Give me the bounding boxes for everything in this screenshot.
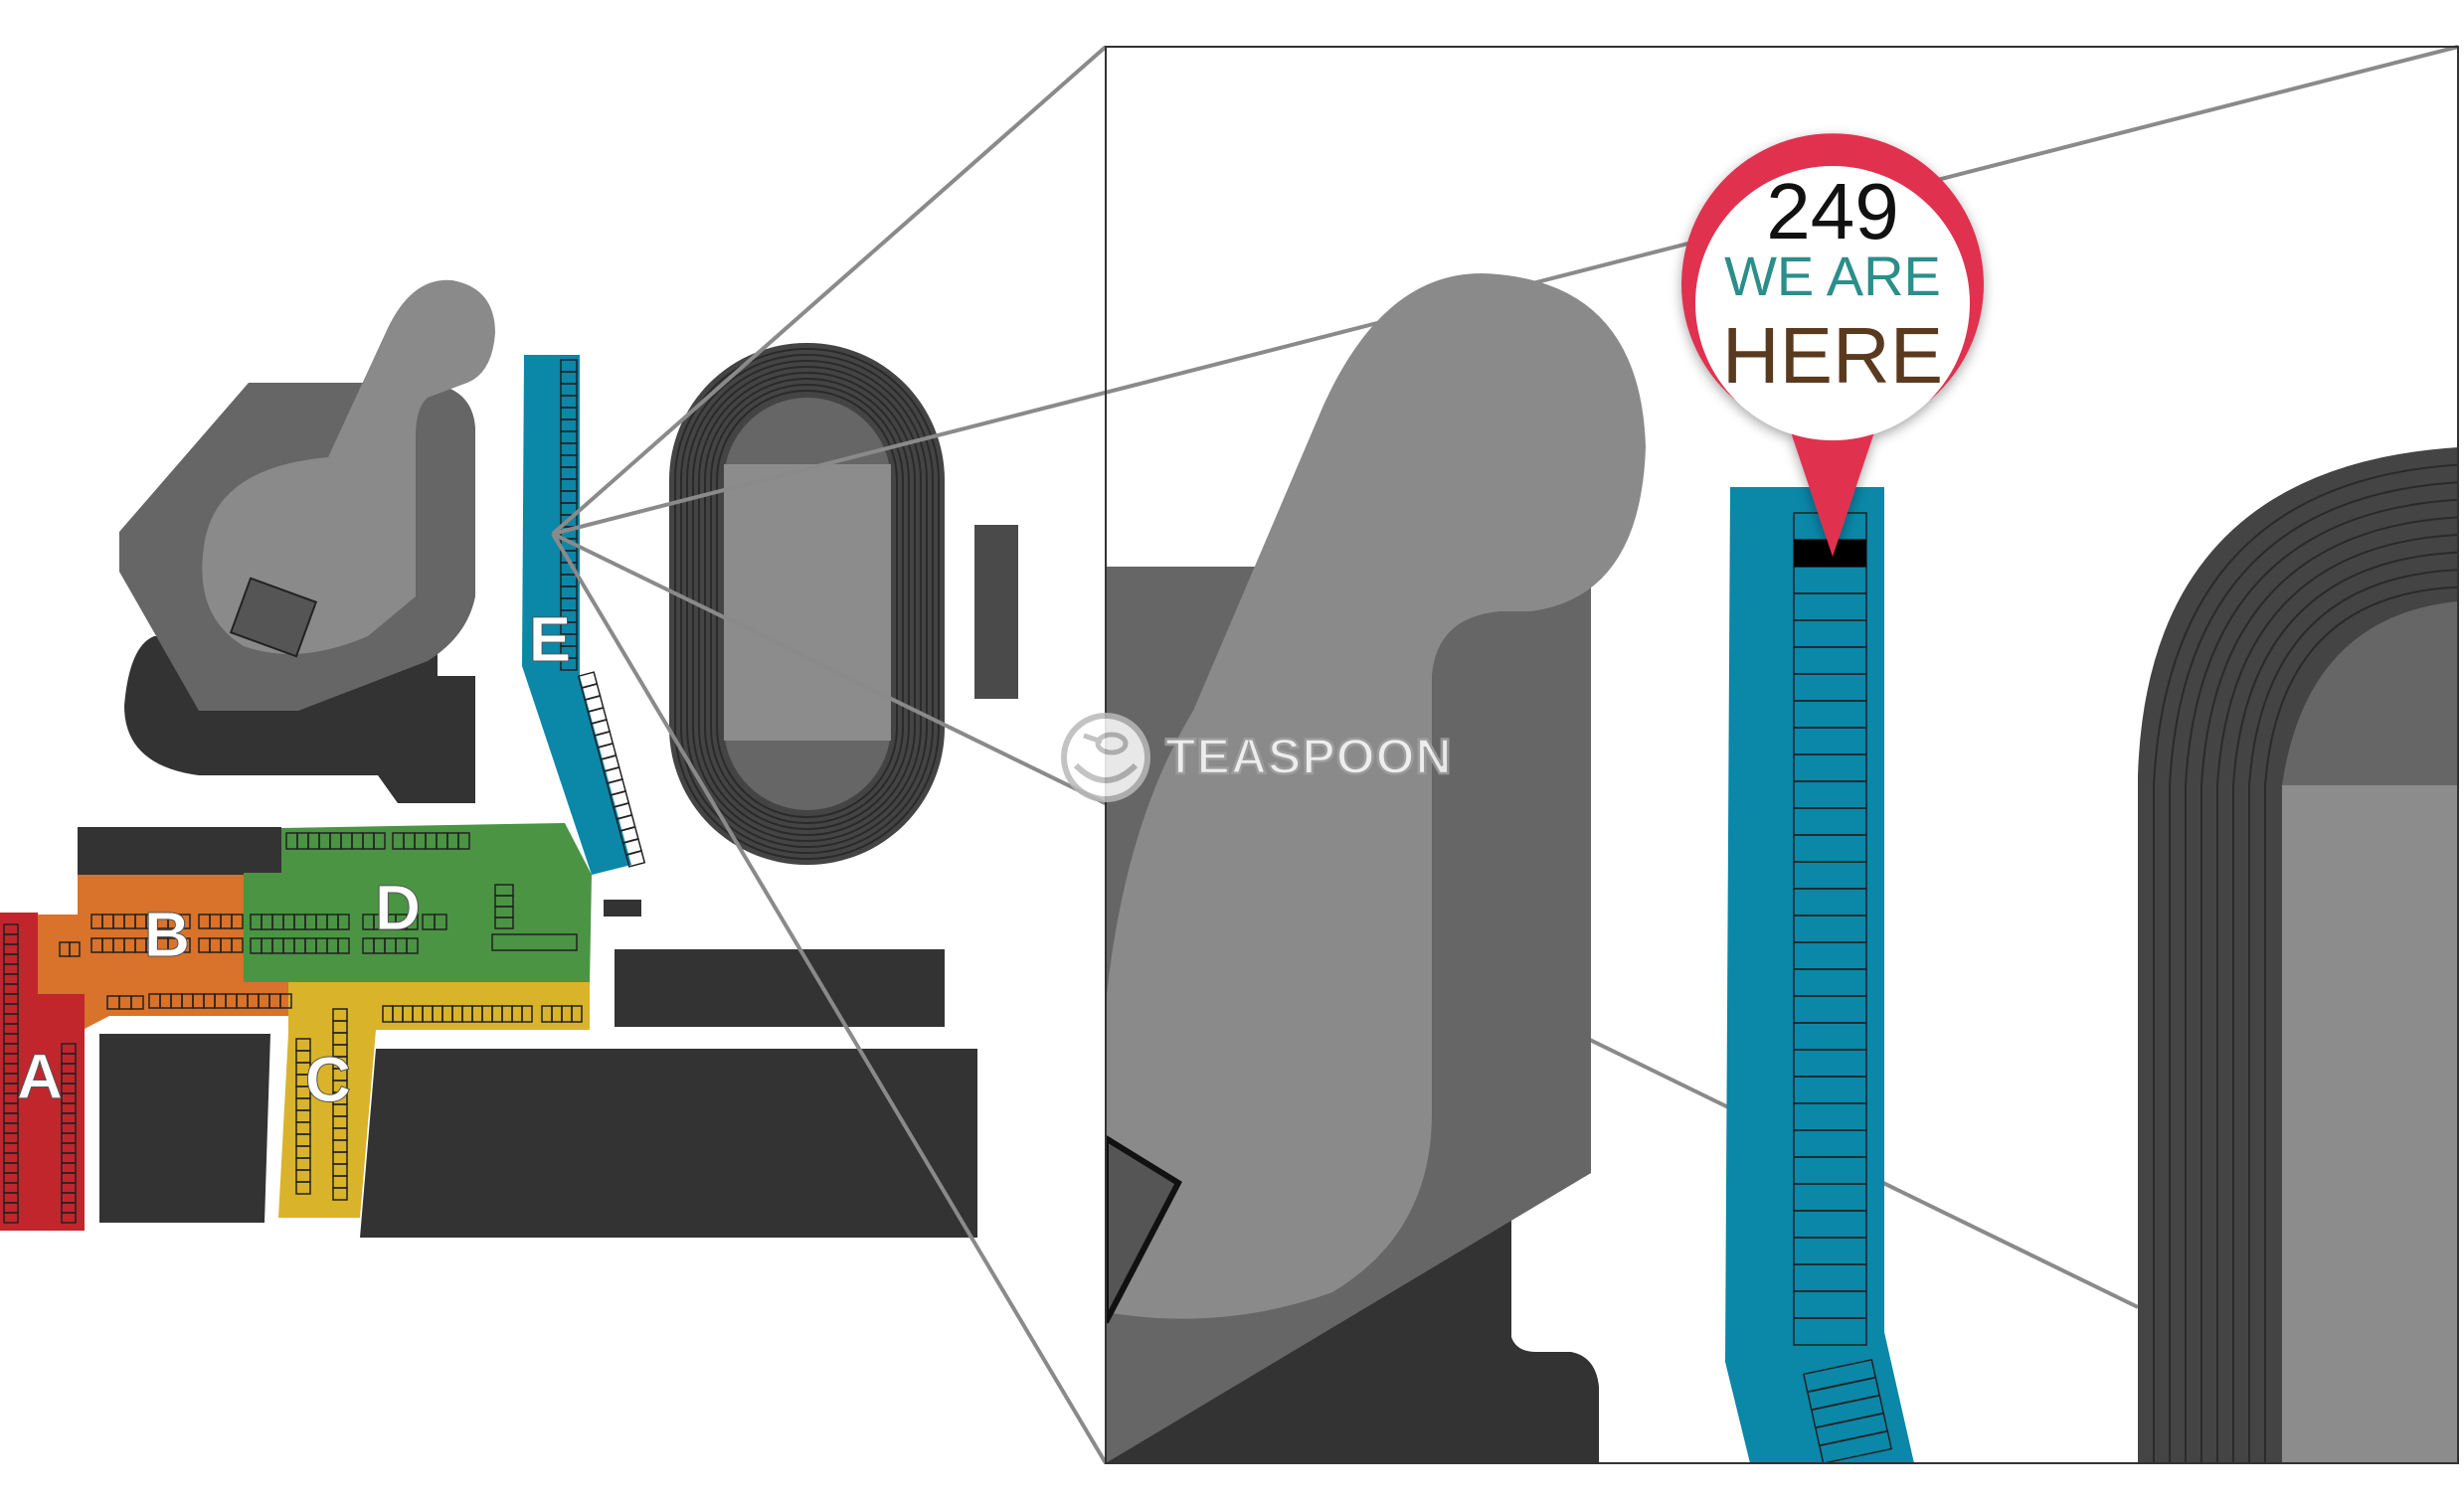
teaspoon-watermark-text: TEASPOON [1165,729,1453,784]
zoom-stadium-field [2282,785,2458,1463]
stadium-field [724,464,891,741]
stadium-lane-line [686,360,928,848]
zoom-stadium-lane-line [2248,569,2458,1463]
parking-stall-b [231,937,244,953]
zone-label-c: C [305,1044,351,1115]
building-arena-tower [202,279,495,654]
zone-label-e: E [529,603,572,675]
overview-map: A B C D E [0,279,1018,1238]
zoom-building-wing [1432,610,1591,1262]
zoom-building-box [1106,1134,1182,1324]
zoom-building-tower [1106,273,1646,1319]
teaspoon-watermark: TEASPOON [1061,713,1453,802]
stadium-lane-line [704,378,910,830]
parking-stall-b [178,914,191,929]
building-small-block [604,900,641,917]
building-left-block [99,1034,270,1223]
parking-stall-b [69,941,81,957]
stadium-lane-line [710,384,904,824]
marker-space-number: 249 [1766,167,1898,255]
building-top-strip [78,827,281,877]
building-small-bar [974,525,1018,699]
parking-stall-d [434,914,447,930]
stadium-lane-line [674,348,940,860]
zoom-stadium-lane-line [2153,463,2458,1463]
teaspoon-logo-icon [1061,713,1150,802]
parking-stall-a [61,1212,77,1224]
building-long-bottom [360,1049,977,1238]
marker-inner-circle [1695,166,1970,440]
zoom-stadium-lane-line [2200,516,2458,1463]
parking-stall-b [231,914,244,929]
marker-line2: HERE [1722,311,1943,400]
parking-stall-e [560,657,578,671]
parking-stall-b [130,995,144,1010]
parking-stall-d [494,917,514,929]
parking-stall-c [571,1005,583,1023]
parking-stall-a [3,1212,19,1224]
zoom-stadium-lane-line [2216,534,2458,1463]
parking-stall-d [337,914,350,930]
you-are-here-marker [1681,133,1984,557]
zoom-stadium-lane-line [2264,585,2458,1463]
parking-stall-c [295,1181,311,1195]
stadium-lane-line [716,390,898,818]
parking-stall-d [457,832,470,850]
building-long-mid [615,949,945,1027]
parking-stall-e [624,850,646,868]
zoom-stadium-lane-line [2169,481,2458,1463]
zone-a [0,913,85,1231]
zone-label-b: B [144,899,190,970]
zone-label-a: A [17,1041,63,1112]
parking-stall-b [178,937,191,953]
zone-d [244,823,592,984]
parking-stall-d [491,933,578,951]
parking-stall-c [332,1187,348,1201]
zoom-parking-stall [1819,1430,1892,1463]
parking-stall-d [337,937,350,954]
parking-stall-d [406,914,419,930]
parking-stall-d [373,832,386,850]
zone-c [278,982,590,1218]
stadium-lane-line [680,354,934,854]
zoom-stadium [2138,447,2458,1463]
building-arena-box [229,577,318,658]
parking-stall-c [521,1005,533,1023]
parking-stall-d [406,937,419,954]
zoom-stadium-lane-line [2232,551,2458,1463]
stadium [669,343,945,865]
parking-stall-b [279,993,292,1009]
marker-line1: WE ARE [1724,245,1941,307]
zoom-parking-stall [1793,1317,1867,1346]
zone-label-d: D [375,872,421,943]
zoom-stadium-lane-line [2185,498,2458,1463]
